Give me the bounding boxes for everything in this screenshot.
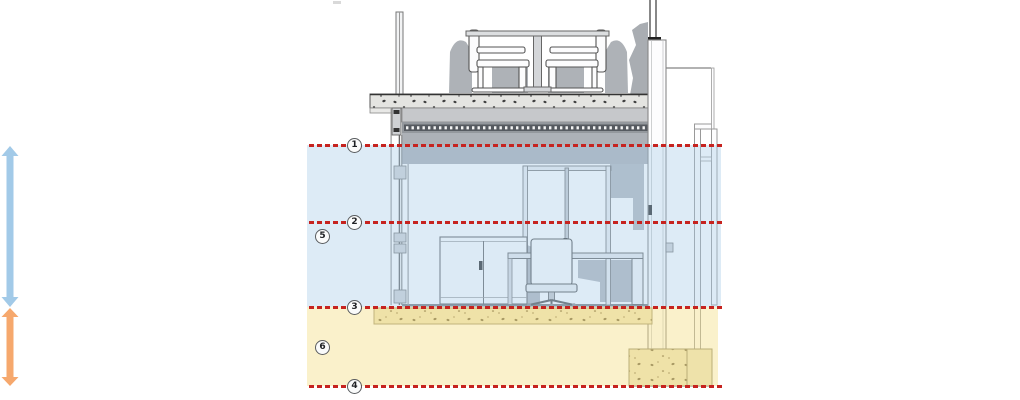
ground-slab [373, 307, 653, 325]
back-wall-return [610, 164, 644, 230]
ref-line-3 [309, 306, 722, 309]
marker-3: 3 [347, 300, 362, 315]
facade-glazing [390, 108, 409, 305]
marker-4: 4 [347, 379, 362, 394]
upper-floor-furniture [449, 29, 628, 93]
marker-5: 5 [315, 229, 330, 244]
office-chair [525, 238, 578, 309]
interior-extent-arrow [1, 146, 19, 307]
cabinet-handle [479, 261, 483, 270]
office-desk [507, 252, 644, 305]
ceiling-assembly [391, 107, 651, 164]
meeting-table [465, 30, 610, 93]
marker-2: 2 [347, 215, 362, 230]
marker-1: 1 [347, 138, 362, 153]
wall-shadow [629, 22, 648, 95]
upper-mullion [395, 11, 404, 96]
floor-line [402, 304, 648, 307]
foundation-footing [628, 348, 713, 387]
cabinet [439, 236, 528, 305]
right-column-top [629, 0, 711, 95]
ground-extent-arrow [1, 308, 19, 386]
ref-line-1 [309, 144, 722, 147]
stray-mark [333, 1, 341, 4]
ref-line-4 [309, 385, 722, 388]
meeting-chairs [468, 29, 607, 93]
ref-line-2 [309, 221, 722, 224]
structural-column [647, 39, 674, 350]
marker-6: 6 [315, 340, 330, 355]
